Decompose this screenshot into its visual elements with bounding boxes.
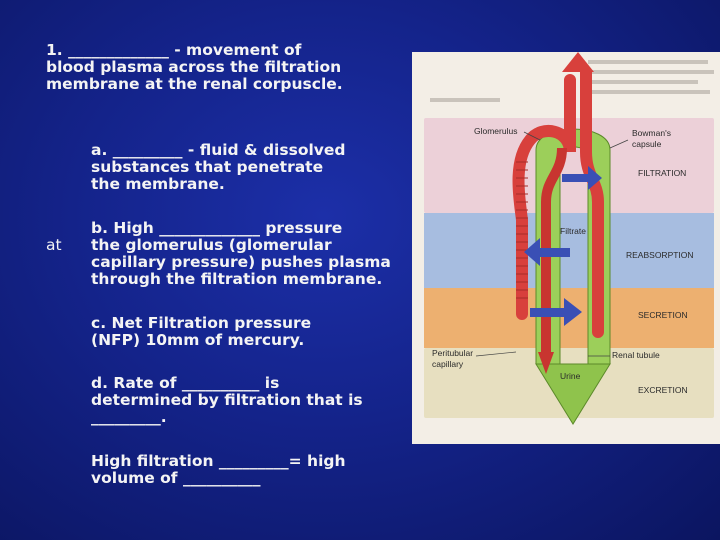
nephron-figure: Glomerulus Bowman's capsule Filtrate Per…	[412, 52, 720, 444]
bowmans-capsule-label-line2: capsule	[632, 139, 662, 149]
item-d-text: d. Rate of __________ is determined by f…	[91, 374, 363, 426]
leader-lines	[475, 131, 629, 357]
bowmans-capsule-label-line1: Bowman's	[632, 128, 671, 138]
urine-arrow	[535, 363, 611, 425]
filtration-arrow	[562, 166, 602, 190]
excretion-band-label: EXCRETION	[638, 385, 688, 395]
capillary-loop	[541, 147, 567, 352]
filtration-band-label: FILTRATION	[638, 168, 686, 178]
capillary-outflow-arrow	[538, 352, 554, 374]
secretion-band-label: SECRETION	[638, 310, 688, 320]
item-a-text: a. _________ - fluid & dissolved substan…	[91, 141, 346, 193]
faded-page-text	[430, 60, 714, 102]
nephron-diagram: Glomerulus Bowman's capsule Filtrate Per…	[424, 52, 714, 425]
high-filtration-text: High filtration _________= high volume o…	[91, 452, 346, 487]
capillary-inflow-arrow	[562, 52, 594, 72]
urine-label: Urine	[560, 371, 581, 381]
glomerulus-label: Glomerulus	[474, 126, 517, 136]
item-c-text: c. Net Filtration pressure (NFP) 10mm of…	[91, 314, 312, 349]
peritubular-capillary	[512, 74, 576, 320]
item-1-text: 1. _____________ - movement of blood pla…	[46, 41, 343, 93]
at-label: at	[46, 236, 62, 254]
reabsorption-arrow	[524, 238, 570, 266]
reabsorption-band-label: REABSORPTION	[626, 250, 694, 260]
capillary-coils	[516, 161, 528, 299]
filtrate-label: Filtrate	[560, 226, 586, 236]
renal-tubule-label: Renal tubule	[612, 350, 660, 360]
secretion-arrow	[530, 298, 582, 326]
item-b-text: b. High _____________ pressure the glome…	[91, 219, 391, 288]
peritubular-label-line1: Peritubular	[432, 348, 473, 358]
filtration-band	[424, 118, 714, 213]
peritubular-label-line2: capillary	[432, 359, 464, 369]
